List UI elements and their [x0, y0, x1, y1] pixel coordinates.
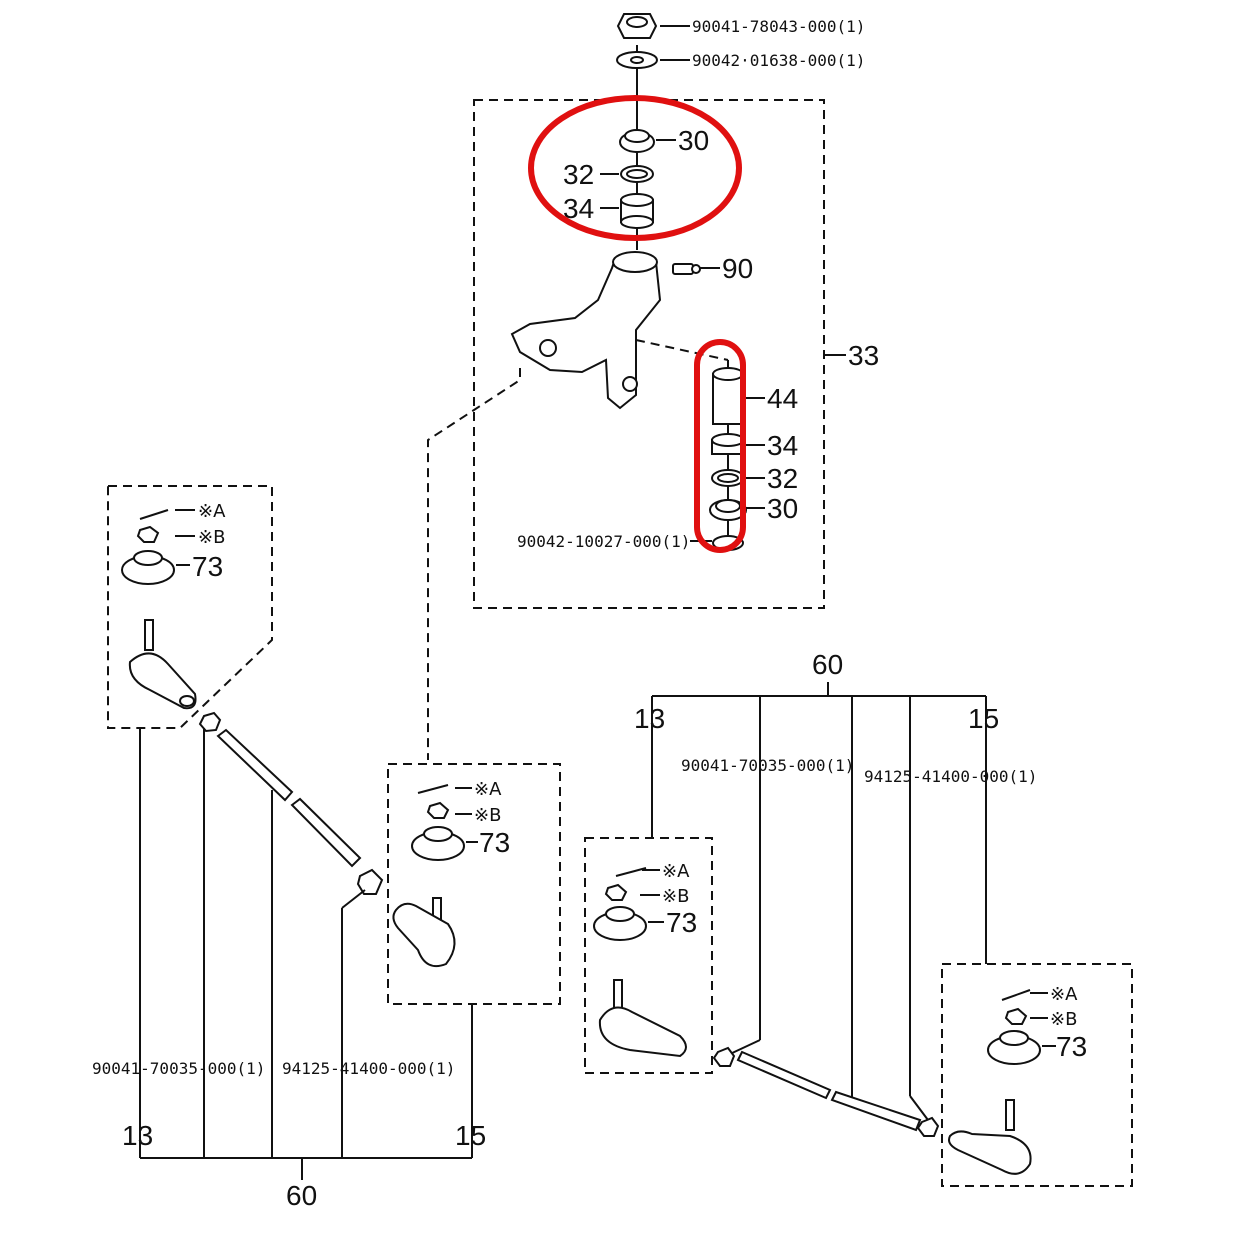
- right-label-60: 60: [812, 649, 843, 680]
- left-boot-2: [411, 826, 465, 861]
- right-lock-nut: [712, 1046, 736, 1067]
- right-nut-part-number: 90041-70035-000(1): [681, 756, 854, 775]
- right-end-box-15: [941, 963, 1133, 1187]
- top-washer-part-number: 90042·01638-000(1): [692, 51, 865, 70]
- lower-ring-32: [711, 469, 745, 487]
- right-boot: [593, 906, 647, 941]
- right-tie-rod-assembly: 60 13 15 90041-70035-000(1) 94125-41400-…: [584, 649, 1133, 1187]
- right-boot-2: [987, 1030, 1041, 1065]
- grease-nipple: [672, 263, 701, 275]
- top-nut-part-number: 90041-78043-000(1): [692, 17, 865, 36]
- right-mark-a: ※A: [662, 861, 690, 882]
- left-label-13: 13: [122, 1120, 153, 1151]
- left-mark-b: ※B: [198, 527, 225, 548]
- label-lower-32: 32: [767, 463, 798, 494]
- top-washer: [616, 51, 658, 69]
- steering-knuckle: [510, 251, 662, 410]
- right-end-box-13: [584, 837, 713, 1074]
- right-label2-73: 73: [1056, 1031, 1087, 1062]
- left-mark2-a: ※A: [474, 779, 502, 800]
- connector-knuckle-to-tie-rod: [427, 368, 521, 760]
- left-lock-nut: [198, 711, 222, 733]
- upper-ring-32: [620, 165, 654, 183]
- left-end-box-15: [387, 763, 561, 1005]
- label-upper-32: 32: [563, 159, 594, 190]
- left-tie-rod-end-2: [392, 897, 456, 968]
- right-clamp-part-number: 94125-41400-000(1): [864, 767, 1037, 786]
- left-rod: [290, 797, 362, 868]
- right-mark-b: ※B: [662, 886, 689, 907]
- highlight-upper: [528, 95, 742, 241]
- left-lock-nut-2: [356, 868, 384, 895]
- left-nut-part-number: 90041-70035-000(1): [92, 1059, 265, 1078]
- left-mark-a: ※A: [198, 501, 226, 522]
- right-mark2-a: ※A: [1050, 984, 1078, 1005]
- left-tie-rod-end: [128, 619, 197, 710]
- left-label2-73: 73: [479, 827, 510, 858]
- right-rod: [830, 1090, 922, 1132]
- left-tie-rod-assembly: ※A ※B 73 ※A ※B: [92, 485, 561, 1211]
- left-end-box-13: [107, 485, 273, 729]
- label-lower-34: 34: [767, 430, 798, 461]
- lower-washer-part-number: 90042-10027-000(1): [517, 532, 690, 551]
- right-label-13: 13: [634, 703, 665, 734]
- right-lock-nut-2: [916, 1116, 940, 1137]
- left-boot: [121, 550, 175, 585]
- left-label-73: 73: [192, 551, 223, 582]
- right-label-73: 73: [666, 907, 697, 938]
- top-nut: [616, 13, 658, 39]
- label-33: 33: [848, 340, 879, 371]
- highlight-lower: [694, 339, 746, 553]
- right-rod-thread: [736, 1050, 832, 1100]
- label-lower-30: 30: [767, 493, 798, 524]
- lower-bushing-34: [711, 433, 745, 455]
- right-tie-rod-end: [598, 979, 687, 1058]
- knuckle-assembly: 90041-78043-000(1) 90042·01638-000(1) 33…: [427, 13, 879, 760]
- label-upper-30: 30: [678, 125, 709, 156]
- left-clamp-part-number: 94125-41400-000(1): [282, 1059, 455, 1078]
- left-label-15: 15: [455, 1120, 486, 1151]
- left-label-60: 60: [286, 1180, 317, 1211]
- left-mark2-b: ※B: [474, 805, 501, 826]
- king-pin-44: [712, 367, 744, 425]
- upper-bushing-34: [620, 193, 654, 229]
- left-rod-thread: [216, 728, 294, 802]
- upper-seal-30: [619, 129, 655, 153]
- right-mark2-b: ※B: [1050, 1009, 1077, 1030]
- right-tie-rod-end-2: [948, 1099, 1032, 1175]
- label-90: 90: [722, 253, 753, 284]
- label-44: 44: [767, 383, 798, 414]
- right-label-15: 15: [968, 703, 999, 734]
